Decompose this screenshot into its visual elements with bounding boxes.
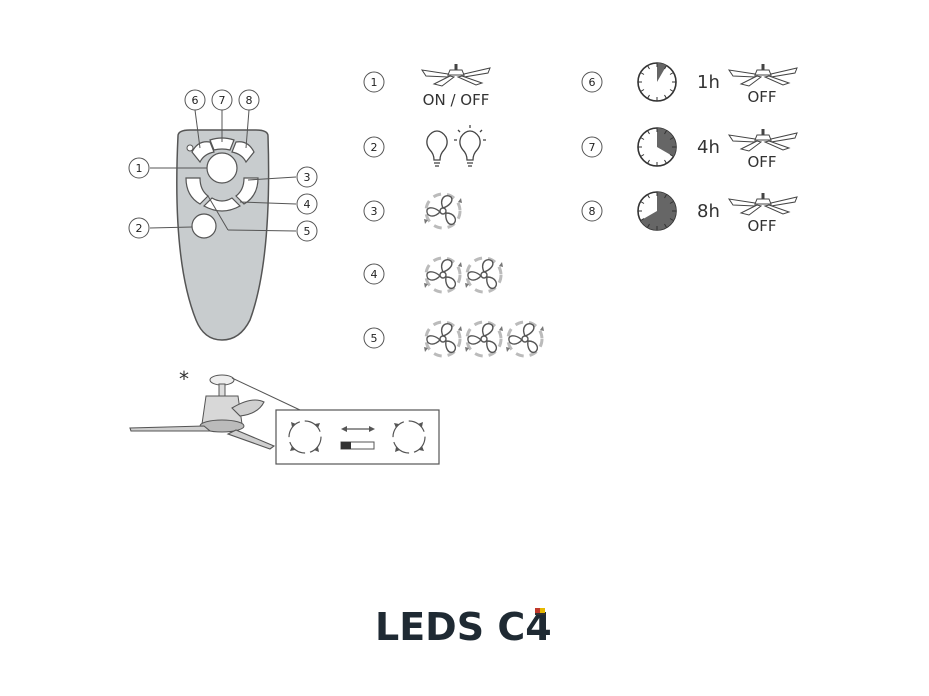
callout-8 [238, 89, 260, 111]
remote-control [176, 129, 270, 341]
on-off-label: ON / OFF [423, 91, 490, 109]
reverse-switch-panel [275, 409, 440, 465]
remote-callouts: 1 2 3 4 5 6 7 8 [128, 89, 318, 242]
callout-4 [296, 193, 318, 215]
timer-6-off-label: OFF [747, 88, 776, 106]
fan-speed-icon [504, 320, 546, 358]
callout-3 [296, 166, 318, 188]
timer-8-hours: 8h [697, 201, 720, 222]
reverse-slide-switch[interactable] [340, 441, 375, 450]
legend-3-number: 3 [371, 205, 378, 218]
asterisk-marker: * [179, 367, 189, 391]
fan-speed-icon [463, 256, 505, 294]
clockwise-rotation-icon [288, 420, 322, 454]
speed-right-button[interactable] [235, 177, 259, 205]
timer-4h-button[interactable] [209, 137, 235, 151]
callout-1-label: 1 [136, 162, 143, 175]
timer-7-off-label: OFF [747, 153, 776, 171]
timer-7-hours: 4h [697, 137, 720, 158]
legend-5-number: 5 [371, 332, 378, 345]
fan-speed-icon [422, 192, 464, 230]
light-button[interactable] [191, 213, 217, 239]
ceiling-fan-icon [728, 192, 798, 216]
legend-item-5: 5 [363, 320, 546, 358]
legend-item-2: 2 [363, 125, 486, 167]
brand-logo: LEDS C4 [375, 605, 552, 649]
callout-3-label: 3 [304, 171, 311, 184]
callout-4-label: 4 [304, 198, 311, 211]
timer-7-number: 7 [589, 141, 596, 154]
callout-8-label: 8 [246, 94, 253, 107]
fan-speed-icon [422, 256, 464, 294]
callout-5-label: 5 [304, 225, 311, 238]
light-bulb-on-icon [454, 125, 486, 167]
timer-8-number: 8 [589, 205, 596, 218]
clock-icon [637, 191, 677, 231]
callout-7-label: 7 [219, 94, 226, 107]
timer-1h-button[interactable] [191, 141, 215, 164]
timer-sector [657, 128, 677, 157]
fan-speed-icon [463, 320, 505, 358]
legend-2-number: 2 [371, 141, 378, 154]
timer-8-off-label: OFF [747, 217, 776, 235]
callout-lines [149, 109, 297, 232]
counterclockwise-rotation-icon [392, 420, 426, 454]
ceiling-fan-icon [421, 63, 491, 87]
brand-name: LEDS C4 [375, 605, 552, 649]
callout-6 [184, 89, 206, 111]
ceiling-fan-icon [728, 63, 798, 87]
legend-item-3: 3 [363, 192, 464, 230]
light-bulb-off-icon [426, 130, 448, 167]
callout-2-label: 2 [136, 222, 143, 235]
clock-icon [637, 62, 677, 102]
clock-icon [637, 127, 677, 167]
callout-6-label: 6 [192, 94, 199, 107]
ceiling-fan-illustration [129, 374, 301, 450]
timer-sector [640, 192, 676, 230]
callout-7 [211, 89, 233, 111]
indicator-led [186, 144, 194, 152]
timer-6-hours: 1h [697, 72, 720, 93]
legend-1-number: 1 [371, 76, 378, 89]
timer-6-number: 6 [589, 76, 596, 89]
power-button[interactable] [206, 152, 238, 184]
callout-2 [128, 217, 150, 239]
legend-item-4: 4 [363, 256, 505, 294]
legend-4-number: 4 [371, 268, 378, 281]
fan-speed-icon [422, 320, 464, 358]
ceiling-fan-icon [728, 128, 798, 152]
timer-8h-button[interactable] [231, 141, 255, 164]
legend-item-1: 1 ON / OFF [363, 63, 491, 109]
callout-5 [296, 220, 318, 242]
swap-direction-icon [341, 426, 375, 432]
callout-1 [128, 157, 150, 179]
timer-sector [657, 63, 667, 82]
